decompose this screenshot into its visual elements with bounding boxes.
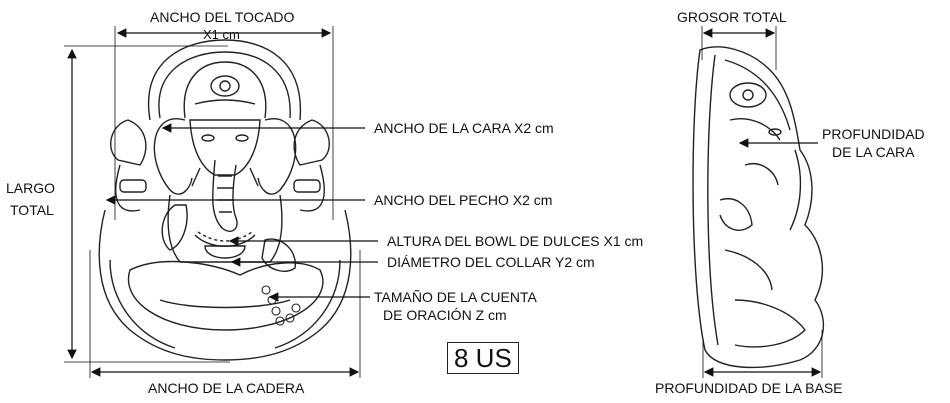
front-dimension-lines: [64, 26, 378, 378]
hip-width-label: ANCHO DE LA CADERA: [148, 380, 305, 396]
headdress-width-value: X1 cm: [203, 27, 240, 42]
bead-size-label-line1: TAMAÑO DE LA CUENTA: [374, 289, 537, 305]
headdress-width-label: ANCHO DEL TOCADO: [150, 9, 295, 25]
side-dimension-lines: [701, 26, 823, 378]
collar-diameter-label: DIÁMETRO DEL COLLAR Y2 cm: [387, 254, 595, 270]
face-depth-label-line2: DE LA CARA: [832, 144, 915, 160]
face-depth-label-line1: PROFUNDIDAD: [822, 126, 925, 142]
bowl-height-label: ALTURA DEL BOWL DE DULCES X1 cm: [387, 233, 644, 249]
total-length-label-line1: LARGO: [6, 180, 56, 196]
size-badge: 8 US: [447, 342, 519, 374]
ganesha-side-figure: [692, 46, 825, 369]
face-width-label: ANCHO DE LA CARA X2 cm: [374, 120, 554, 136]
total-thickness-label: GROSOR TOTAL: [677, 9, 787, 25]
total-length-label-line2: TOTAL: [10, 202, 54, 218]
chest-width-label: ANCHO DEL PECHO X2 cm: [374, 192, 553, 208]
base-depth-label: PROFUNDIDAD DE LA BASE: [655, 380, 843, 396]
bead-size-label-line2: DE ORACIÓN Z cm: [383, 307, 507, 323]
